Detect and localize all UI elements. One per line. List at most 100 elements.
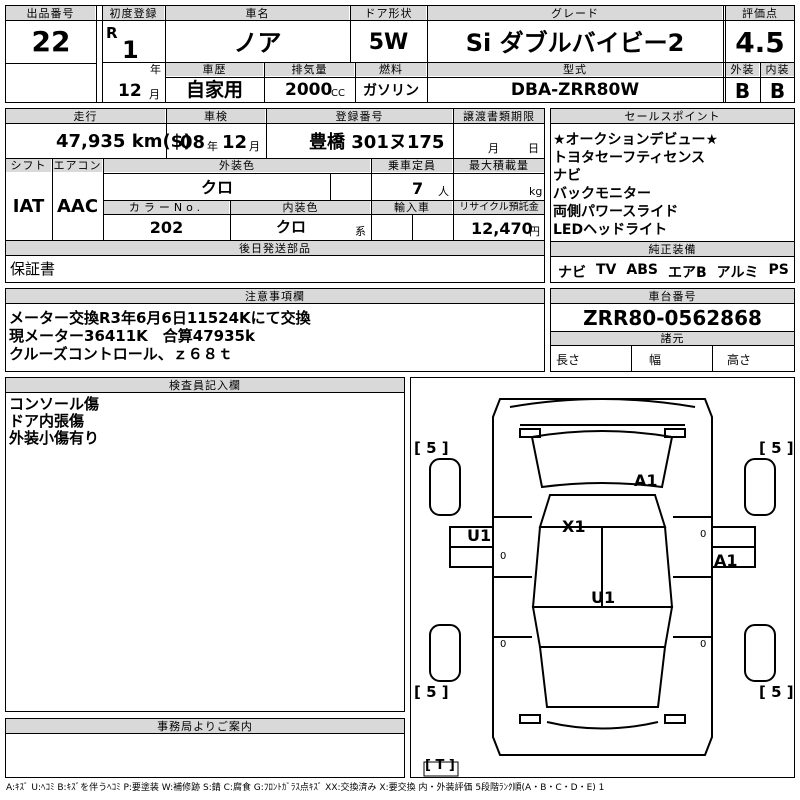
exterior-grade: B [734, 78, 751, 103]
interior-label: 内装 [761, 63, 794, 76]
note-line: 現メーター36411K 合算47935k [9, 327, 255, 345]
spare-tire: [ T ] [425, 758, 455, 773]
tire-front-left-score: [ 5 ] [414, 439, 449, 457]
equipment-item: PW [799, 262, 800, 282]
reg-year: 1 [122, 36, 139, 64]
door-label: ドア形状 [351, 6, 426, 20]
plate-number: 豊橋 301ヌ175 [309, 132, 445, 153]
fuel: ガソリン [363, 82, 419, 99]
sales-point: ナビ [553, 168, 581, 184]
tire-front-right-score: [ 5 ] [759, 439, 794, 457]
transfer-day-unit: 日 [528, 142, 539, 155]
model: DBA-ZRR80W [510, 80, 640, 100]
shift-label: シフト [6, 159, 51, 172]
car-name: ノア [233, 29, 282, 57]
notes-lines: メーター交換R3年6月6日11524Kにて交換 現メーター36411K 合算47… [9, 309, 311, 363]
color-no-label: カラーNo. [104, 201, 229, 214]
history: 自家用 [185, 79, 243, 101]
equipment-item: エアB [667, 265, 707, 281]
details-table [5, 108, 545, 283]
damage-mark: A1 [714, 551, 738, 570]
damage-mark: U1 [467, 526, 492, 545]
office-box [5, 718, 405, 778]
chassis-box [550, 288, 795, 372]
inspector-line: 外装小傷有り [9, 429, 100, 447]
sales-point: ★オークションデビュー★ [553, 132, 719, 148]
displacement-label: 排気量 [265, 63, 354, 76]
mileage: 47,935 km($) [56, 131, 192, 152]
inspector-box [5, 377, 405, 712]
model-label: 型式 [428, 63, 722, 76]
sales-points-list: ★オークションデビュー★ トヨタセーフティセンス ナビ バックモニター 両側パワ… [553, 131, 718, 239]
reg-year-unit: 年 [150, 63, 161, 76]
ext-color: クロ [200, 177, 233, 197]
zero-mark: 0 [700, 639, 707, 650]
damage-mark: A1 [634, 471, 658, 490]
damage-mark: X1 [562, 517, 586, 536]
sales-points-label: セールスポイント [551, 109, 794, 123]
note-line: メーター交換R3年6月6日11524Kにて交換 [9, 309, 311, 327]
zero-mark: 0 [700, 529, 707, 540]
cc-unit: CC [331, 88, 345, 99]
color-number: 202 [149, 217, 184, 237]
notes-label: 注意事項欄 [6, 289, 544, 303]
inspector-line: コンソール傷 [9, 395, 100, 413]
legend: A:ｷｽﾞ U:ﾍｺﾐ B:ｷｽﾞを伴うﾍｺﾐ P:要塗装 W:補修跡 S:錆 … [6, 783, 605, 793]
width-label: 幅 [649, 353, 662, 367]
header-table [5, 5, 795, 103]
sales-points-box [550, 108, 795, 283]
interior-grade: B [769, 78, 786, 103]
sales-point: バックモニター [553, 186, 651, 202]
damage-mark: U1 [591, 588, 616, 607]
equipment-item: PS [768, 262, 789, 278]
office-label: 事務局よりご案内 [6, 719, 404, 733]
length-label: 長さ [556, 353, 581, 367]
exterior-label: 外装 [726, 63, 759, 76]
transfer-month-unit: 月 [488, 142, 499, 155]
load-label: 最大積載量 [454, 159, 544, 172]
grade: Si ダブルバイビー2 [465, 29, 685, 57]
fuel-label: 燃料 [356, 63, 426, 76]
inspector-lines: コンソール傷 ドア内張傷 外装小傷有り [9, 396, 99, 447]
car-diagram [423, 398, 776, 777]
car-name-label: 車名 [166, 6, 349, 20]
ext-color-label: 外装色 [104, 159, 370, 172]
tire-rear-right-score: [ 5 ] [759, 683, 794, 701]
equipment-item: ナビ [558, 265, 586, 281]
sales-point: 両側パワースライド [553, 204, 679, 220]
score: 4.5 [735, 26, 785, 59]
ac-label: エアコン [53, 159, 102, 172]
capacity-unit: 人 [438, 185, 449, 198]
inspector-label: 検査員記入欄 [6, 378, 404, 392]
inspection-month-unit: 月 [249, 140, 260, 153]
height-label: 高さ [727, 353, 752, 367]
equipment-label: 純正装備 [551, 242, 794, 256]
recycle-fee: 12,470 [471, 219, 533, 238]
zero-mark: 0 [500, 639, 507, 650]
shift: IAT [12, 196, 45, 217]
inspection-year: 08 [180, 132, 206, 153]
tire-rear-left-score: [ 5 ] [414, 683, 449, 701]
equipment-item: アルミ [716, 265, 759, 281]
car-diagram-box [410, 377, 795, 778]
notes-box [5, 288, 545, 372]
inspection-month: 12 [222, 132, 248, 153]
mileage-label: 走行 [6, 109, 165, 123]
reg-era: R [106, 24, 118, 42]
recycle-unit: 円 [529, 225, 540, 238]
equipment-item: TV [596, 262, 617, 278]
load-unit: kg [529, 185, 543, 198]
int-color-suffix: 系 [355, 225, 366, 238]
inspection-year-unit: 年 [207, 140, 218, 153]
sales-point: LEDヘッドライト [553, 222, 668, 238]
displacement: 2000 [285, 80, 333, 100]
equipment-list: ナビ TV ABS エアB アルミ PS PW [558, 262, 800, 282]
later-parts-label: 後日発送部品 [6, 241, 544, 255]
grade-label: グレード [428, 6, 722, 20]
chassis-label: 車台番号 [551, 289, 794, 303]
history-label: 車歴 [166, 63, 263, 76]
inspection-label: 車検 [167, 109, 265, 123]
sales-point: トヨタセーフティセンス [553, 150, 706, 166]
plate-label: 登録番号 [267, 109, 452, 123]
equipment-item: ABS [626, 262, 658, 278]
